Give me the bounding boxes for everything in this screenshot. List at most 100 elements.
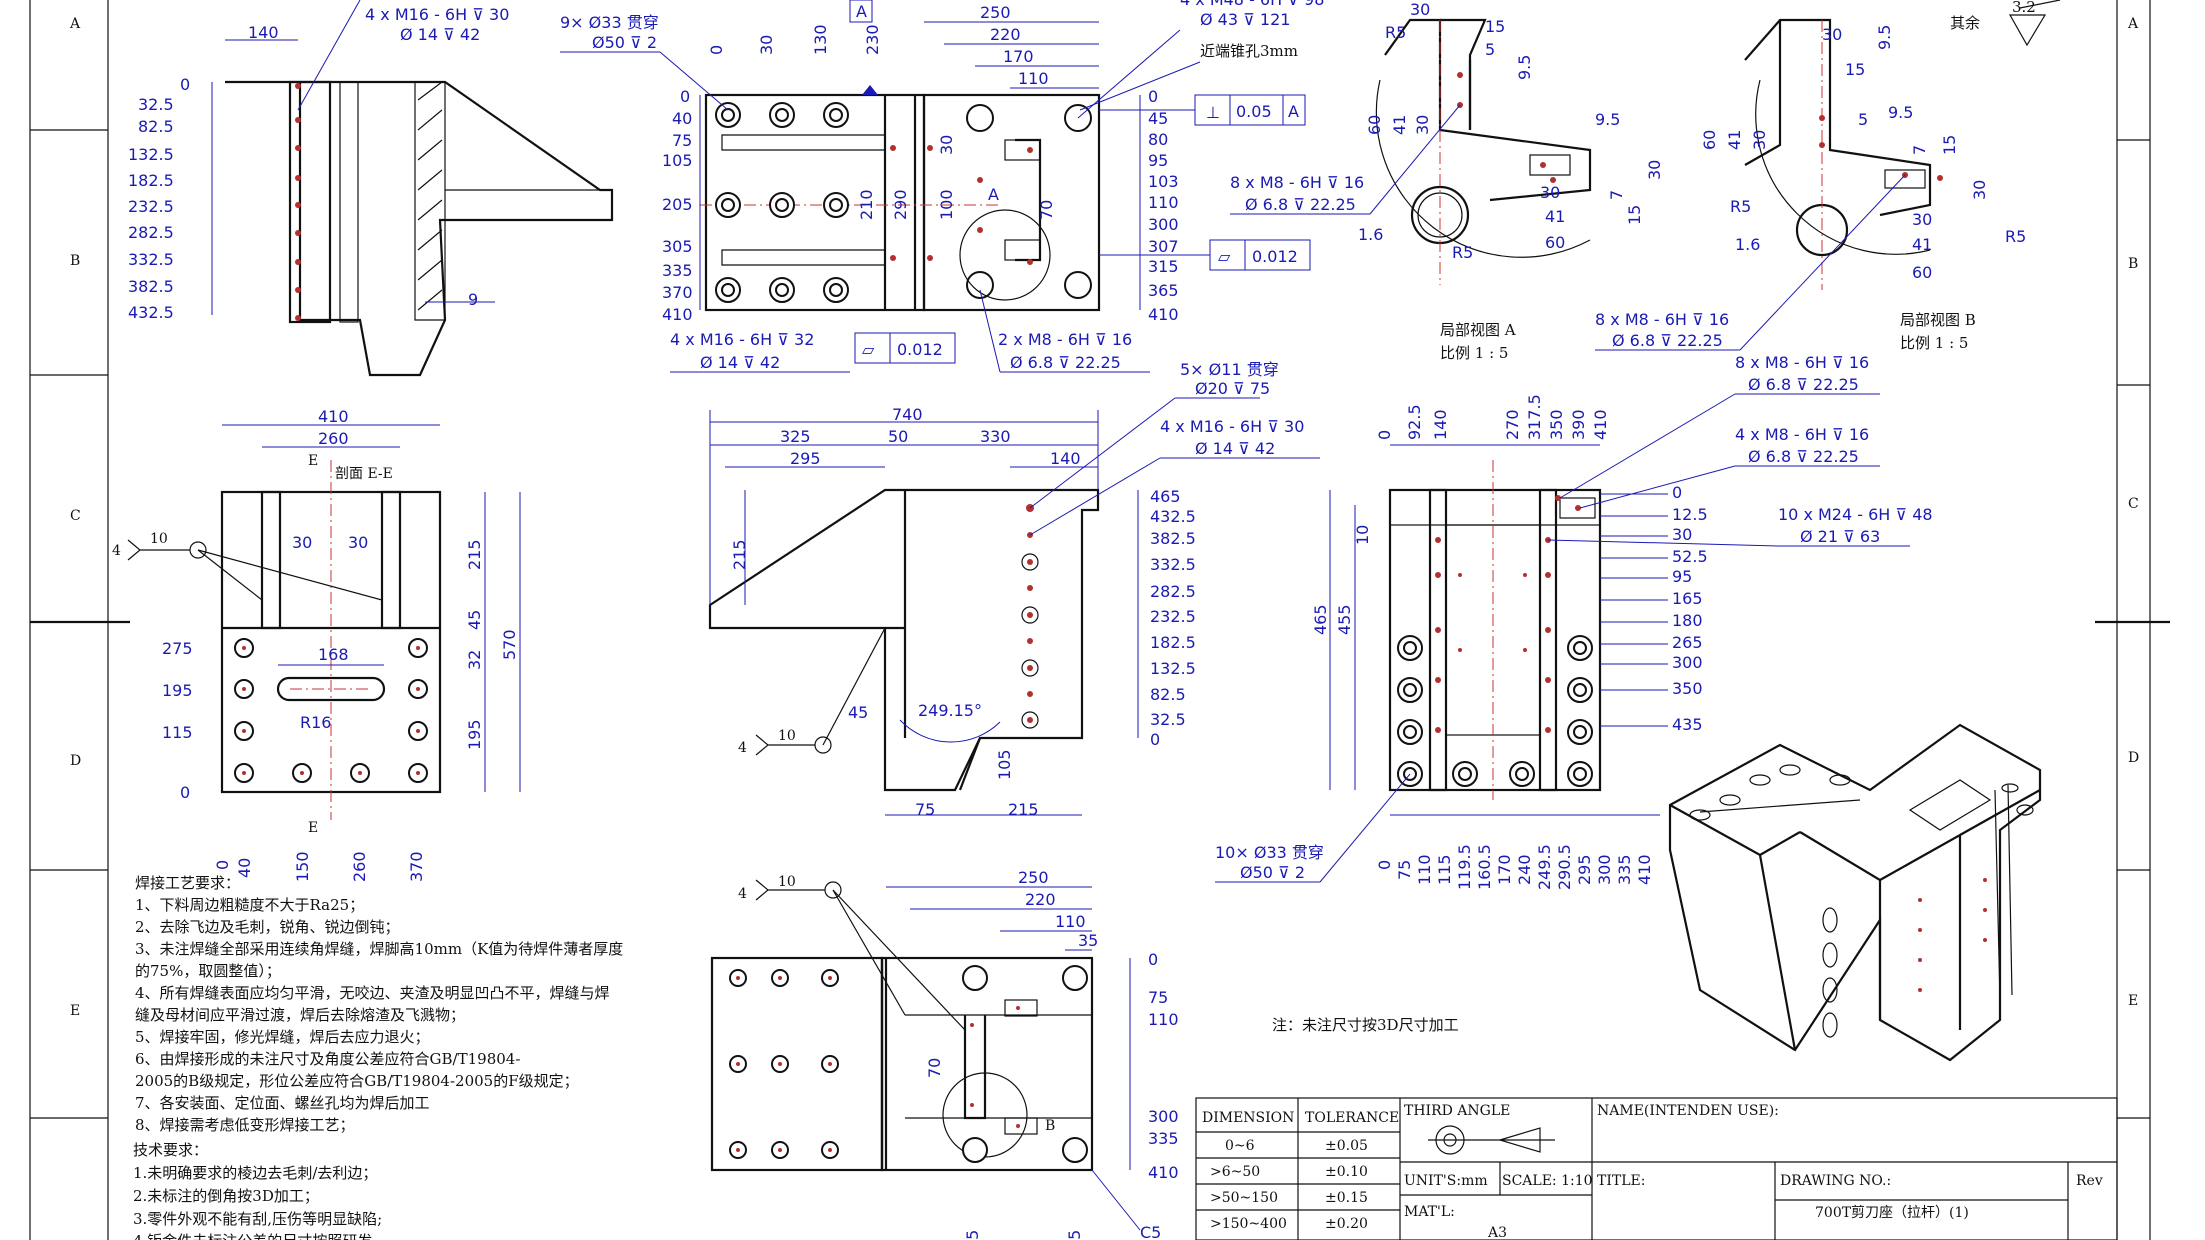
mr-tx-7: 410 (1591, 409, 1610, 440)
tech-notes: 技术要求： 1.未明确要求的棱边去毛刺/去利边； 2.未标注的倒角按3D加工； … (133, 1141, 382, 1240)
ml-yl-195: 195 (162, 681, 193, 700)
tl-dim-140: 140 (248, 23, 279, 42)
mr-ry-180: 180 (1672, 611, 1703, 630)
tech-item-1: 1.未明确要求的棱边去毛刺/去利边； (133, 1164, 377, 1182)
tc-yr-5: 110 (1148, 193, 1179, 212)
tc-yr-0: 0 (1148, 87, 1158, 106)
row-label-a-right: A (2127, 16, 2139, 32)
tb-row-4-range: >150~400 (1210, 1216, 1287, 1232)
third-angle-projection-icon (1428, 1125, 1555, 1155)
mr-ry-300: 300 (1672, 653, 1703, 672)
db-note1: 8 x M8 - 6H ⊽ 16 (1595, 310, 1729, 329)
tc-yl-1: 40 (672, 109, 692, 128)
mr-bx-0: 0 (1375, 860, 1394, 870)
mc-y-182-5: 182.5 (1150, 633, 1196, 652)
da-dim-41b: 41 (1545, 207, 1565, 226)
tc-yr-8: 315 (1148, 257, 1179, 276)
mr-bx-13: 410 (1635, 854, 1654, 885)
tc-bottom-tol: 0.012 (897, 340, 943, 359)
tech-title: 技术要求： (133, 1141, 208, 1159)
db-dim-30c: 30 (1970, 180, 1989, 200)
tc-yl-0: 0 (680, 87, 690, 106)
tl-y-4: 182.5 (128, 171, 174, 190)
ml-x-260: 260 (350, 851, 369, 882)
weld-item-1: 1、下料周边粗糙度不大于Ra25； (135, 896, 364, 914)
tc-yl-2: 75 (672, 131, 692, 150)
mc-angle-45: 45 (848, 703, 868, 722)
mr-tx-0: 0 (1375, 430, 1394, 440)
row-label-e: E (70, 1003, 80, 1019)
db-dim-5: 5 (1858, 110, 1868, 129)
da-note1: 8 x M8 - 6H ⊽ 16 (1230, 173, 1364, 192)
bc-bottom-65: 65 (1065, 1230, 1084, 1240)
bc-y-75: 75 (1148, 988, 1168, 1007)
db-dim-1-6: 1.6 (1735, 235, 1760, 254)
mr-bx-10: 295 (1575, 854, 1594, 885)
tl-dim-9: 9 (468, 290, 478, 309)
tb-row-1-range: 0~6 (1225, 1138, 1255, 1154)
mc-y-0: 0 (1150, 730, 1160, 749)
row-label-c: C (70, 508, 81, 524)
weld-item-4b: 缝及母材间应平滑过渡，焊后去除熔渣及飞溅物； (135, 1006, 465, 1024)
tc-label-a: A (856, 2, 867, 21)
ml-weld-size: 4 (112, 543, 121, 559)
weld-title: 焊接工艺要求： (135, 874, 240, 892)
mr-ry-350: 350 (1672, 679, 1703, 698)
tb-dimension-header: DIMENSION (1202, 1110, 1294, 1126)
bc-top-220: 220 (1025, 890, 1056, 909)
mr-ry-0: 0 (1672, 483, 1682, 502)
tc-thru-note: 9× Ø33 贯穿 (560, 13, 659, 32)
tl-y-8: 382.5 (128, 277, 174, 296)
da-dim-9-5b: 9.5 (1595, 110, 1620, 129)
roughness-value: 3.2 (2012, 0, 2036, 16)
da-dim-9-5: 9.5 (1515, 55, 1534, 80)
weld-item-3: 3、未注焊缝全部采用连续角焊缝，焊脚高10mm（K值为待焊件薄者厚度 (135, 940, 623, 958)
mc-dim-105: 105 (995, 749, 1014, 780)
tb-row-2-tol: ±0.10 (1325, 1164, 1368, 1180)
tc-yr-6: 300 (1148, 215, 1179, 234)
tl-note-m16-depth: Ø 14 ⊽ 42 (400, 25, 480, 44)
ml-yr-45: 45 (465, 610, 484, 630)
db-title: 局部视图 B (1900, 311, 1976, 329)
ml-dim-260: 260 (318, 429, 349, 448)
ml-yl-115: 115 (162, 723, 193, 742)
tc-flat-tol: 0.012 (1252, 247, 1298, 266)
mr-bx-1: 75 (1395, 860, 1414, 880)
da-dim-60b: 60 (1545, 233, 1565, 252)
tc-inner-290: 290 (891, 189, 910, 220)
tc-bottom-note1: 4 x M16 - 6H ⊽ 32 (670, 330, 814, 349)
tl-y-6: 282.5 (128, 223, 174, 242)
tc-yr-3: 95 (1148, 151, 1168, 170)
mc-weld-size: 4 (738, 740, 747, 756)
row-label-c-right: C (2128, 496, 2139, 512)
ml-section-bottom: E (308, 820, 318, 836)
weld-item-3b: 的75%，取圆整值）； (135, 962, 281, 980)
tc-yl-8: 410 (662, 305, 693, 324)
db-dim-30d: 30 (1912, 210, 1932, 229)
center-note: 注：未注尺寸按3D尺寸加工 (1272, 1016, 1459, 1034)
row-zones-right (2095, 139, 2170, 1119)
db-dim-r5: R5 (1730, 197, 1751, 216)
ml-x-0: 0 (213, 860, 232, 870)
db-dim-60: 60 (1700, 130, 1719, 150)
mc-left-215: 215 (730, 539, 749, 570)
mr-thru-note: 10× Ø33 贯穿 (1215, 843, 1324, 862)
ml-weld-circle-icon (189, 541, 207, 559)
mr-tx-3: 270 (1503, 409, 1522, 440)
mc-y-432-5: 432.5 (1150, 507, 1196, 526)
mr-ry-52-5: 52.5 (1672, 547, 1708, 566)
tl-y-1: 32.5 (138, 95, 174, 114)
tb-row-4-tol: ±0.20 (1325, 1216, 1368, 1232)
bc-y-0: 0 (1148, 950, 1158, 969)
tc-bottom-note1b: Ø 14 ⊽ 42 (700, 353, 780, 372)
view-middle-center: 740 325 50 330 295 140 5× Ø11 贯穿 Ø20 ⊽ 7… (708, 360, 1320, 819)
ml-yr-215: 215 (465, 539, 484, 570)
bc-y-300: 300 (1148, 1107, 1179, 1126)
tc-yl-6: 335 (662, 261, 693, 280)
weld-notes: 焊接工艺要求： 1、下料周边粗糙度不大于Ra25； 2、去除飞边及毛刺，锐角、锐… (135, 874, 623, 1134)
tc-perp-tol: 0.05 (1236, 102, 1272, 121)
bc-label-b: B (1045, 1118, 1055, 1134)
tc-cone-note: 近端锥孔3mm (1200, 42, 1298, 60)
tech-item-4: 4.钣金件未标注公差的尺寸按照研发 (133, 1232, 372, 1240)
tb-rev-label: Rev (2076, 1173, 2103, 1189)
